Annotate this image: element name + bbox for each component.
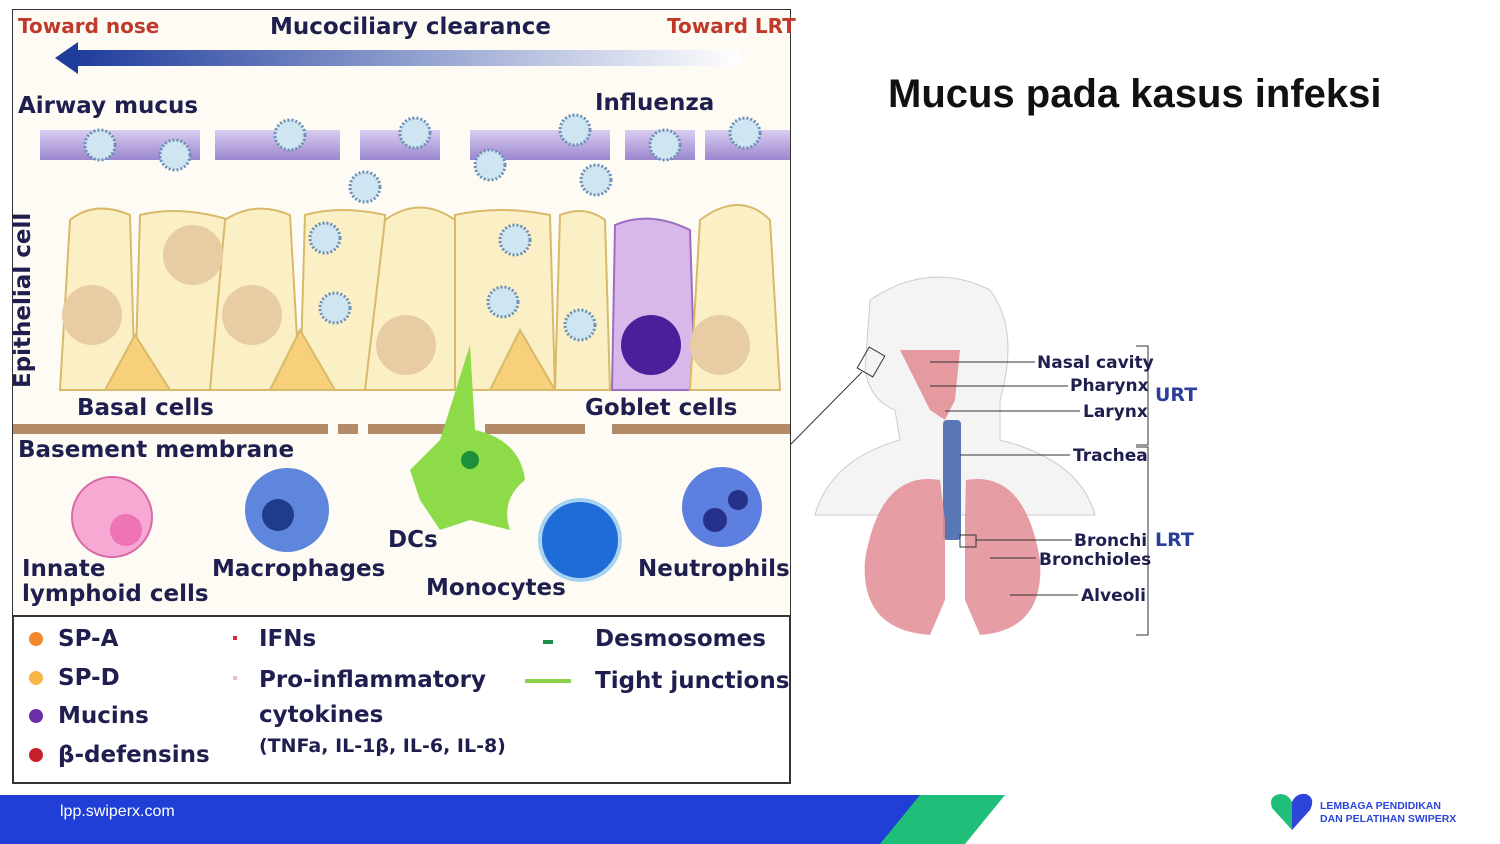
toward-lrt-label: Toward LRT	[667, 14, 796, 38]
legend-sp-d: SP-D	[58, 665, 120, 691]
goblet-cells-label: Goblet cells	[585, 395, 737, 421]
immune-cells	[71, 345, 762, 582]
ifns-swatch	[233, 636, 237, 640]
nasal-cavity-label: Nasal cavity	[1037, 353, 1154, 373]
bdefensins-swatch	[29, 748, 43, 762]
legend-bdefensins: β-defensins	[58, 742, 210, 768]
footer-bar	[0, 795, 1005, 844]
influenza-label: Influenza	[595, 90, 714, 116]
epithelial-label: Epithelial cell	[10, 213, 36, 388]
mucosa-diagram: Toward nose Mucociliary clearance Toward…	[10, 9, 796, 784]
legend-tight-junctions: Tight junctions	[595, 668, 789, 694]
legend-cytokines: cytokines	[259, 702, 383, 728]
desmosomes-swatch	[543, 640, 553, 644]
mucins-swatch	[29, 709, 43, 723]
sp-d-swatch	[29, 671, 43, 685]
proinflammatory-swatch	[233, 676, 237, 680]
legend: SP-A SP-D Mucins β-defensins IFNs Pro-in…	[29, 626, 789, 768]
toward-nose-label: Toward nose	[18, 14, 159, 38]
sp-a-swatch	[29, 632, 43, 646]
heart-logo-icon	[1271, 793, 1313, 830]
epithelial-cells	[58, 204, 782, 391]
basal-cells-label: Basal cells	[77, 395, 214, 421]
legend-mucins: Mucins	[58, 703, 149, 729]
urt-label: URT	[1155, 384, 1197, 406]
airway-mucus-label: Airway mucus	[18, 93, 198, 119]
legend-ifns: IFNs	[259, 626, 316, 652]
footer-url[interactable]: lpp.swiperx.com	[60, 803, 175, 820]
trachea-label: Trachea	[1073, 446, 1148, 466]
dcs-label: DCs	[388, 527, 438, 553]
legend-proinflammatory: Pro-inflammatory	[259, 667, 486, 693]
legend-cytokine-list: (TNFa, IL-1β, IL-6, IL-8)	[259, 735, 506, 757]
neutrophils-label: Neutrophils	[638, 556, 790, 582]
bronchi-label: Bronchi	[1074, 531, 1147, 551]
bronchioles-label: Bronchioles	[1039, 550, 1151, 570]
innate-label-2: lymphoid cells	[22, 581, 209, 607]
influenza-virions	[83, 113, 762, 342]
legend-desmosomes: Desmosomes	[595, 626, 766, 652]
larynx-label: Larynx	[1083, 402, 1148, 422]
lrt-label: LRT	[1155, 529, 1194, 551]
logo-line-2: DAN PELATIHAN SWIPERX	[1320, 813, 1457, 825]
basement-membrane	[13, 424, 790, 434]
macrophages-label: Macrophages	[212, 556, 385, 582]
respiratory-tract-diagram: Nasal cavity Pharynx Larynx Trachea Bron…	[789, 276, 1197, 636]
clearance-arrow	[55, 42, 740, 74]
slide-title: Mucus pada kasus infeksi	[888, 72, 1382, 116]
pharynx-label: Pharynx	[1070, 376, 1149, 396]
alveoli-label: Alveoli	[1081, 586, 1146, 606]
legend-sp-a: SP-A	[58, 626, 119, 652]
mucociliary-label: Mucociliary clearance	[270, 14, 551, 40]
logo-line-1: LEMBAGA PENDIDIKAN	[1320, 800, 1441, 812]
tight-junctions-swatch	[525, 679, 571, 683]
swiperx-logo: LEMBAGA PENDIDIKAN DAN PELATIHAN SWIPERX	[1268, 790, 1478, 834]
monocytes-label: Monocytes	[426, 575, 566, 601]
innate-label-1: Innate	[22, 556, 105, 582]
basement-membrane-label: Basement membrane	[18, 437, 294, 463]
